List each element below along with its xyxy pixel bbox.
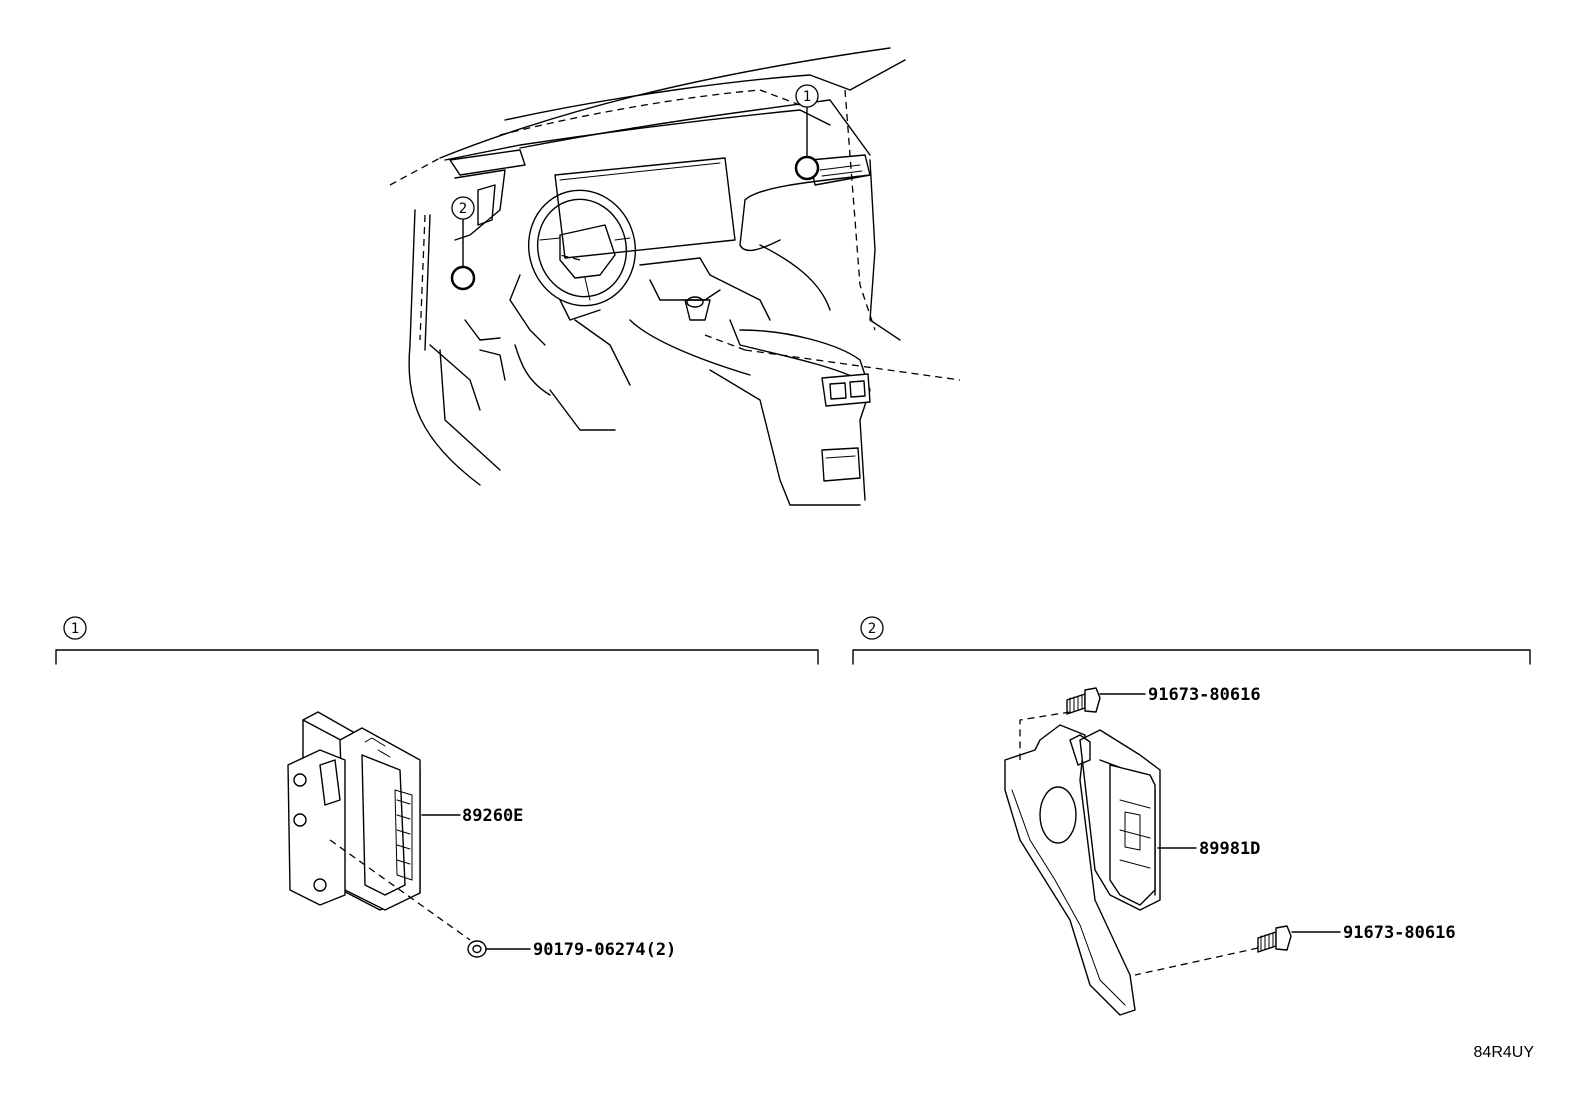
section-2-callout	[860, 616, 884, 640]
section-2-callout-label: 2	[868, 621, 876, 637]
part-label-91673-80616-top: 91673-80616	[1148, 685, 1261, 705]
part-label-91673-80616-bottom: 91673-80616	[1343, 923, 1456, 943]
section-2-bracket	[852, 649, 1531, 665]
dashboard-illustration: 1 2	[389, 47, 961, 506]
section-1-callout	[63, 616, 87, 640]
diagram-code: 84R4UY	[1474, 1044, 1535, 1061]
section-1-bracket	[55, 649, 819, 665]
module-drawing	[1004, 724, 1161, 1016]
part-label-90179-06274: 90179-06274(2)	[533, 940, 676, 960]
locator-callout-1	[795, 84, 819, 108]
part-label-89260E: 89260E	[462, 806, 523, 826]
section-1: 1 89260E 90179-06274(2)	[55, 616, 819, 960]
section-1-callout-label: 1	[71, 621, 79, 637]
bolt-top-drawing	[1066, 687, 1101, 715]
locator-callout-2	[451, 196, 475, 220]
locator-callout-1-label: 1	[803, 89, 811, 105]
bolt-bottom-drawing	[1257, 925, 1292, 953]
nut-drawing	[467, 940, 487, 958]
part-label-89981D: 89981D	[1199, 839, 1260, 859]
ecu-module-drawing	[287, 711, 421, 911]
locator-callout-2-label: 2	[459, 201, 467, 217]
section-2: 2 91673-80	[852, 616, 1531, 1016]
